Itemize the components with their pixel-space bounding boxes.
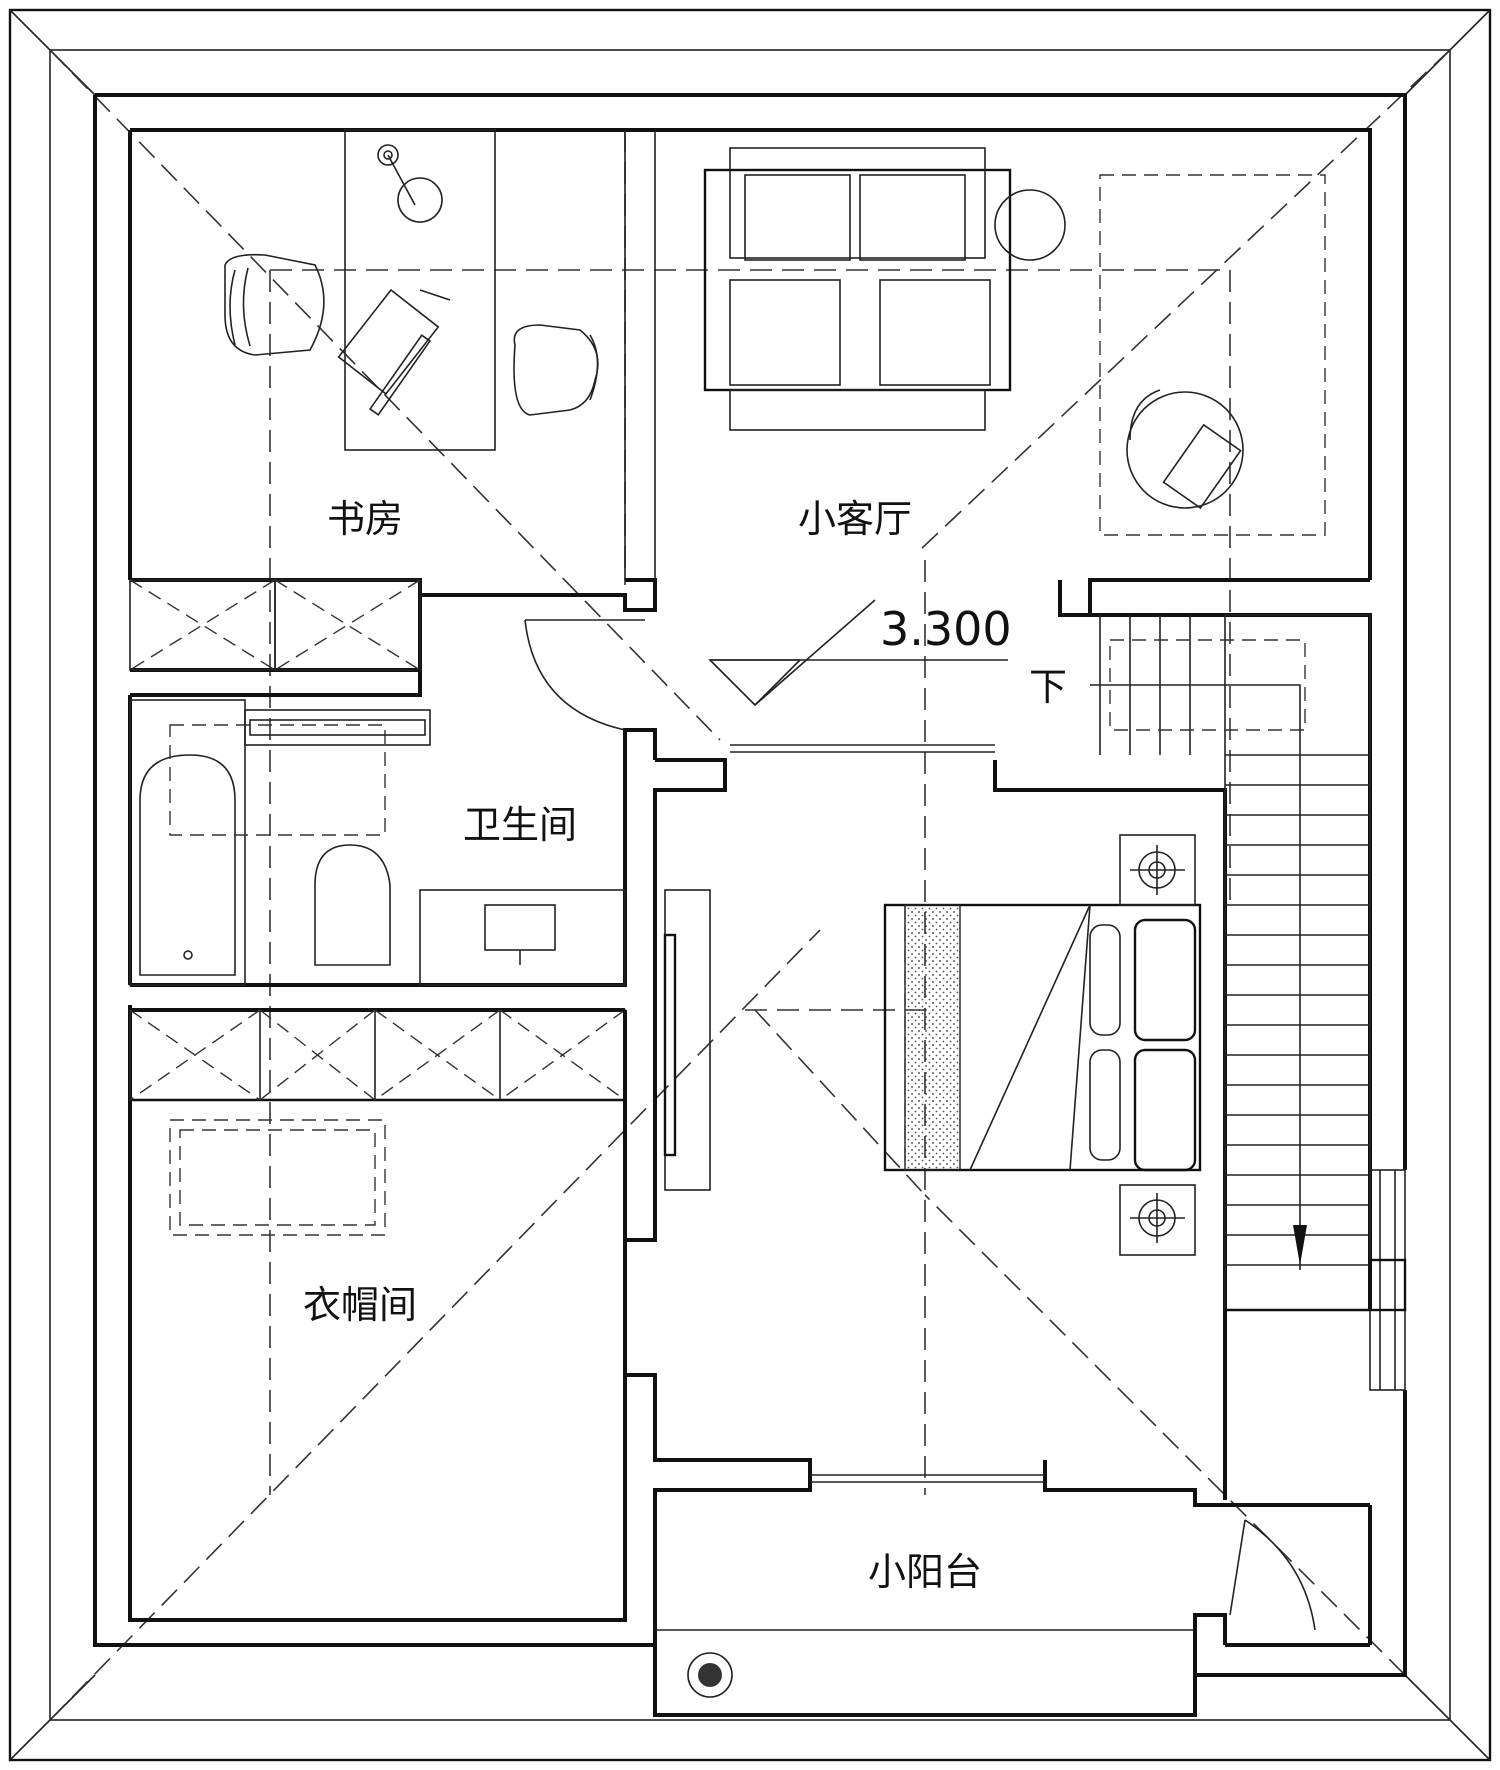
bed (883, 903, 1202, 1172)
study-desk (337, 129, 496, 451)
bathroom-label: 卫生间 (463, 803, 577, 847)
study-door (524, 619, 645, 731)
cloakroom-label: 衣帽间 (303, 1283, 417, 1327)
armchair (1126, 389, 1244, 510)
roof-outline (8, 8, 1492, 1762)
staircase (1060, 613, 1372, 1312)
balcony-label: 小阳台 (868, 1550, 982, 1594)
study-label: 书房 (327, 497, 403, 541)
stair-direction-label: 下 (1029, 665, 1067, 709)
roof-ridge-lines (49, 49, 1451, 1721)
living-label: 小客厅 (798, 497, 912, 541)
study-chair-right (513, 324, 599, 416)
sofa-set (703, 147, 1012, 431)
study-room (129, 130, 657, 672)
study-chair-left (224, 253, 325, 356)
east-window (1368, 1169, 1407, 1391)
nightstand-bottom (1119, 1184, 1196, 1256)
bedroom (625, 744, 1227, 1645)
cloakroom (129, 1008, 627, 1620)
exterior-walls (93, 93, 1407, 1677)
elevation-marker (708, 599, 1008, 707)
elevation-label: 3.300 (880, 602, 1012, 656)
nightstand-top (1119, 834, 1196, 906)
balcony (653, 1503, 1372, 1717)
side-table (994, 189, 1066, 261)
living-room (1058, 174, 1370, 617)
